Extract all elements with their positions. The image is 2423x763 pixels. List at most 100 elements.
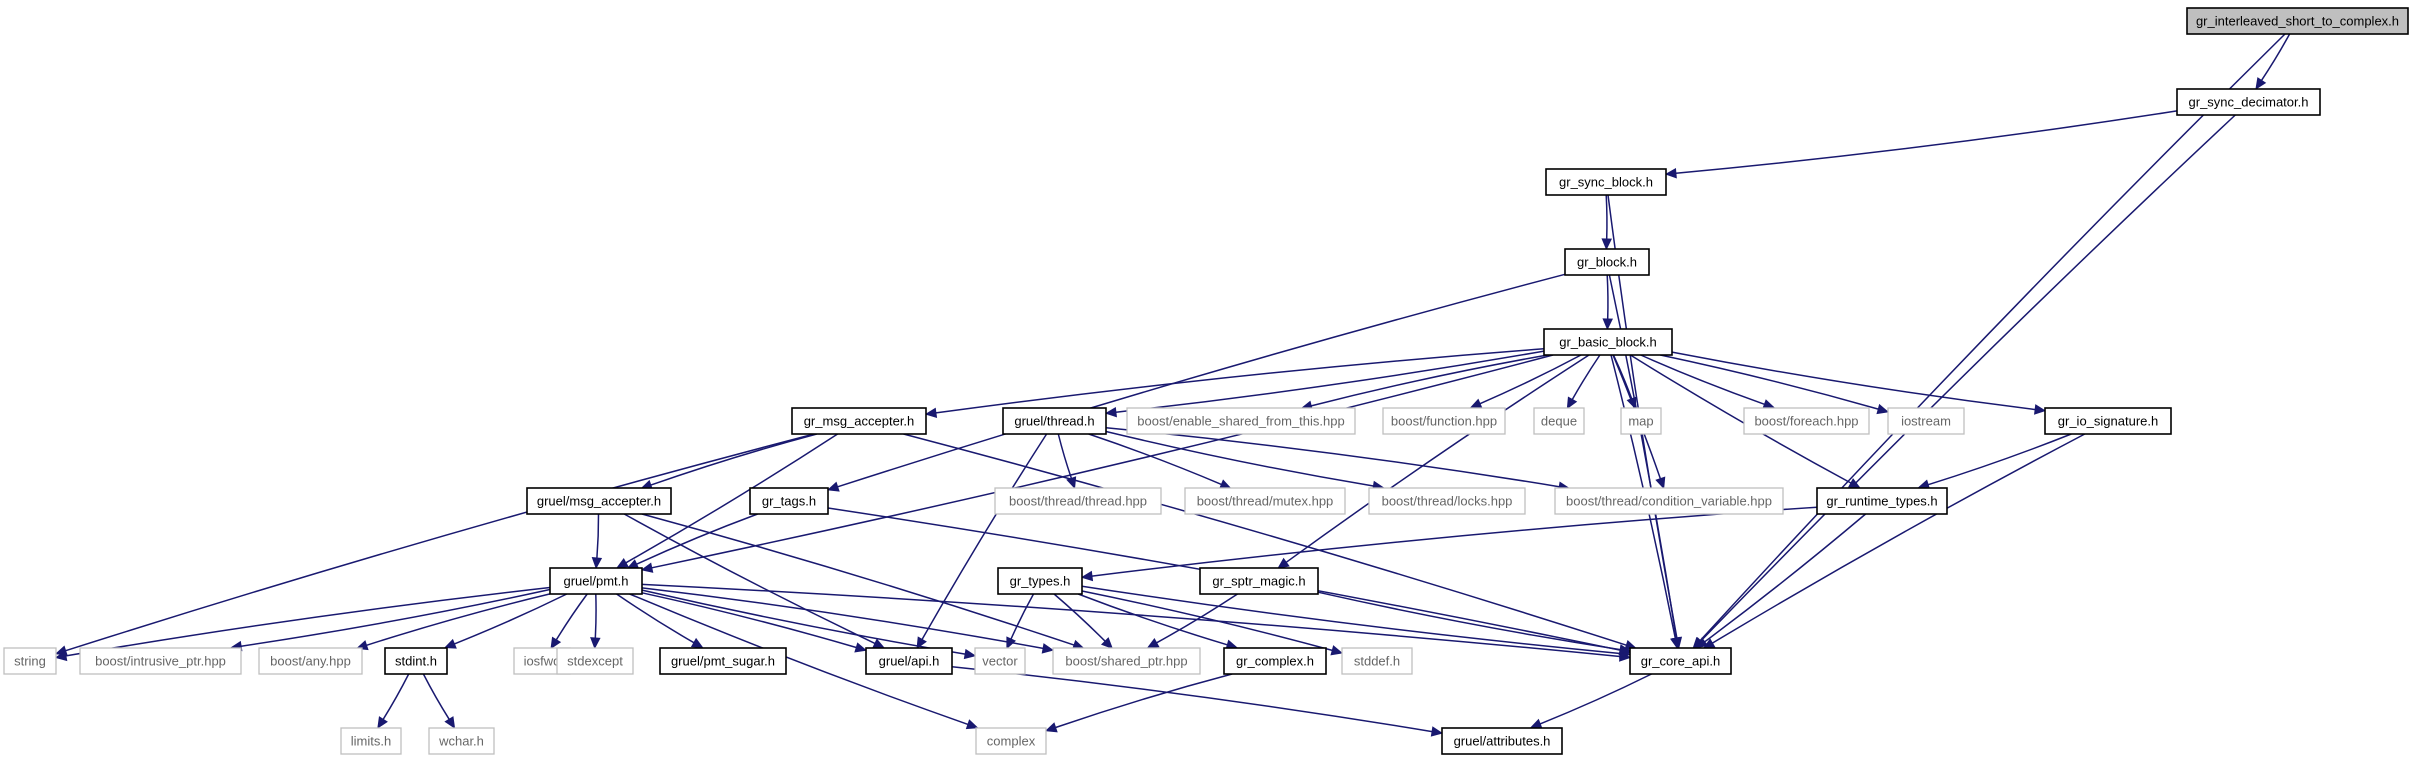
node-block[interactable]: gr_block.h <box>1564 248 1650 276</box>
arrowhead-basic_block-to-bcond <box>1655 476 1666 490</box>
arrowhead-block-to-basic_block <box>1602 318 1613 331</box>
node-box <box>659 647 787 675</box>
edge-basic_block-to-gruel_thread <box>1115 350 1545 413</box>
arrowhead-core_api-to-attributes <box>1529 718 1543 729</box>
edge-gruel_thread-to-bcond <box>1105 426 1560 488</box>
edge-gruel_thread-to-bthread <box>1057 433 1073 479</box>
node-label: boost/function.hpp <box>1391 413 1497 428</box>
edge-tags-to-pmt <box>636 513 758 565</box>
node-root[interactable]: gr_interleaved_short_to_complex.h <box>2186 7 2409 35</box>
arrowhead-runtime-to-core_api <box>1695 637 1709 649</box>
node-core-api[interactable]: gr_core_api.h <box>1629 647 1732 675</box>
arrowhead-types-to-vector <box>1006 636 1017 650</box>
arrowhead-complex_h-to-complex <box>1044 722 1058 733</box>
arrowhead-gruel_api-to-attributes <box>1430 726 1444 737</box>
arrowhead-pmt-to-vector <box>963 648 977 660</box>
node-pmt-sugar[interactable]: gruel/pmt_sugar.h <box>659 647 787 675</box>
arrowhead-pmt-to-gruel_api <box>854 642 868 653</box>
header-nodes: gr_interleaved_short_to_complex.h gr_sync… <box>3 7 2409 755</box>
node-runtime[interactable]: gr_runtime_types.h <box>1816 487 1948 515</box>
node-io-sig[interactable]: gr_io_signature.h <box>2044 407 2172 435</box>
node-label: gr_sptr_magic.h <box>1212 573 1305 588</box>
node-label: boost/enable_shared_from_this.hpp <box>1137 413 1344 428</box>
node-complex-h[interactable]: gr_complex.h <box>1223 647 1327 675</box>
edge-basic_block-to-runtime <box>1630 354 1852 484</box>
node-pmt[interactable]: gruel/pmt.h <box>549 567 643 595</box>
node-gruel-msg-acc[interactable]: gruel/msg_accepter.h <box>526 487 672 515</box>
node-blocks: boost/thread/locks.hpp <box>1368 487 1526 515</box>
node-bthread: boost/thread/thread.hpp <box>994 487 1162 515</box>
arrowhead-basic_block-to-pmt <box>640 562 654 573</box>
node-box <box>1620 407 1662 435</box>
arrowhead-stdint-to-wchar <box>444 716 456 729</box>
edge-io_sig-to-runtime <box>1927 433 2072 486</box>
node-types[interactable]: gr_types.h <box>997 567 1083 595</box>
node-iostream: iostream <box>1887 407 1965 435</box>
edge-core_api-to-attributes <box>1539 673 1652 725</box>
node-box <box>1002 407 1107 435</box>
node-attributes[interactable]: gruel/attributes.h <box>1441 727 1563 755</box>
edge-basic_block-to-pmt <box>651 354 1554 569</box>
node-label: gr_runtime_types.h <box>1826 493 1937 508</box>
edge-gruel_thread-to-gruel_api <box>921 433 1048 640</box>
edge-msg_accepter-to-pmt <box>625 433 839 564</box>
node-label: gr_sync_decimator.h <box>2189 94 2309 109</box>
node-label: gruel/api.h <box>879 653 940 668</box>
node-tags[interactable]: gr_tags.h <box>749 487 829 515</box>
node-gruel-thread[interactable]: gruel/thread.h <box>1002 407 1107 435</box>
node-box <box>1543 328 1673 356</box>
node-deque: deque <box>1533 407 1585 435</box>
node-msg-accepter[interactable]: gr_msg_accepter.h <box>791 407 927 435</box>
arrowhead-basic_block-to-iostream <box>1876 403 1890 415</box>
node-label: iostream <box>1901 413 1951 428</box>
node-label: map <box>1628 413 1653 428</box>
node-label: gr_block.h <box>1577 254 1637 269</box>
node-string: string <box>3 647 57 675</box>
node-box <box>1184 487 1346 515</box>
node-box <box>749 487 829 515</box>
node-box <box>3 647 57 675</box>
node-any: boost/any.hpp <box>258 647 363 675</box>
node-label: wchar.h <box>438 733 484 748</box>
node-box <box>2044 407 2172 435</box>
arrowhead-gruel_msg_acc-to-pmt <box>591 557 603 570</box>
arrowhead-sptr-to-shared_ptr <box>1146 637 1160 649</box>
arrowhead-basic_block-to-msg_accepter <box>924 407 938 418</box>
node-label: gr_tags.h <box>762 493 816 508</box>
node-sptr[interactable]: gr_sptr_magic.h <box>1199 567 1319 595</box>
edge-basic_block-to-iostream <box>1660 354 1879 410</box>
node-basic-block[interactable]: gr_basic_block.h <box>1543 328 1673 356</box>
node-map: map <box>1620 407 1662 435</box>
edge-pmt-to-pmt_sugar <box>616 593 695 644</box>
node-intrusive: boost/intrusive_ptr.hpp <box>79 647 242 675</box>
node-gruel-api[interactable]: gruel/api.h <box>865 647 953 675</box>
arrowhead-pmt-to-stdexcept <box>590 637 601 650</box>
node-label: gr_interleaved_short_to_complex.h <box>2196 13 2399 28</box>
edge-gruel_msg_acc-to-gruel_api <box>623 513 876 645</box>
arrowhead-pmt-to-pmt_sugar <box>690 637 704 649</box>
arrowhead-basic_block-to-gruel_thread <box>1104 406 1117 418</box>
node-box <box>1126 407 1356 435</box>
node-stdint[interactable]: stdint.h <box>384 647 448 675</box>
node-foreach: boost/foreach.hpp <box>1743 407 1870 435</box>
edge-gruel_thread-to-bmutex <box>1088 433 1222 486</box>
node-sync-dec[interactable]: gr_sync_decimator.h <box>2176 88 2321 116</box>
node-box <box>865 647 953 675</box>
node-label: boost/intrusive_ptr.hpp <box>95 653 226 668</box>
node-sync-block[interactable]: gr_sync_block.h <box>1545 168 1667 196</box>
edge-pmt-to-stdint <box>454 593 568 645</box>
node-box <box>1887 407 1965 435</box>
node-box <box>79 647 242 675</box>
node-box <box>1052 647 1201 675</box>
edge-sync_dec-to-sync_block <box>1675 110 2178 175</box>
node-box <box>549 567 643 595</box>
edge-types-to-core_api <box>1081 585 1621 655</box>
edge-complex_h-to-complex <box>1055 673 1233 729</box>
node-box <box>384 647 448 675</box>
node-label: gr_types.h <box>1010 573 1071 588</box>
arrowhead-sync_dec-to-sync_block <box>1664 167 1677 179</box>
arrowhead-gruel_msg_acc-to-gruel_api <box>872 638 885 649</box>
node-label: gr_sync_block.h <box>1559 174 1653 189</box>
node-box <box>975 727 1047 755</box>
node-box <box>1382 407 1506 435</box>
